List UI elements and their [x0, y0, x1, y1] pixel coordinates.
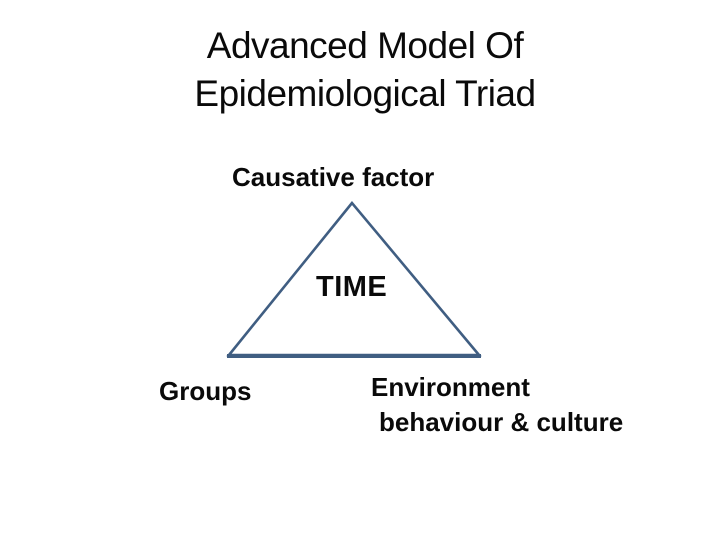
slide-title: Advanced Model Of Epidemiological Triad	[160, 22, 570, 118]
environment-label-line2: behaviour & culture	[379, 407, 624, 437]
environment-label: Environment behaviour & culture	[371, 370, 623, 440]
groups-label: Groups	[159, 376, 252, 406]
time-label: TIME	[316, 271, 388, 303]
slide-title-line1: Advanced Model Of	[206, 25, 524, 66]
slide-title-line2: Epidemiological Triad	[194, 73, 536, 114]
environment-label-line1: Environment	[371, 372, 530, 402]
causative-factor-label: Causative factor	[232, 162, 435, 192]
